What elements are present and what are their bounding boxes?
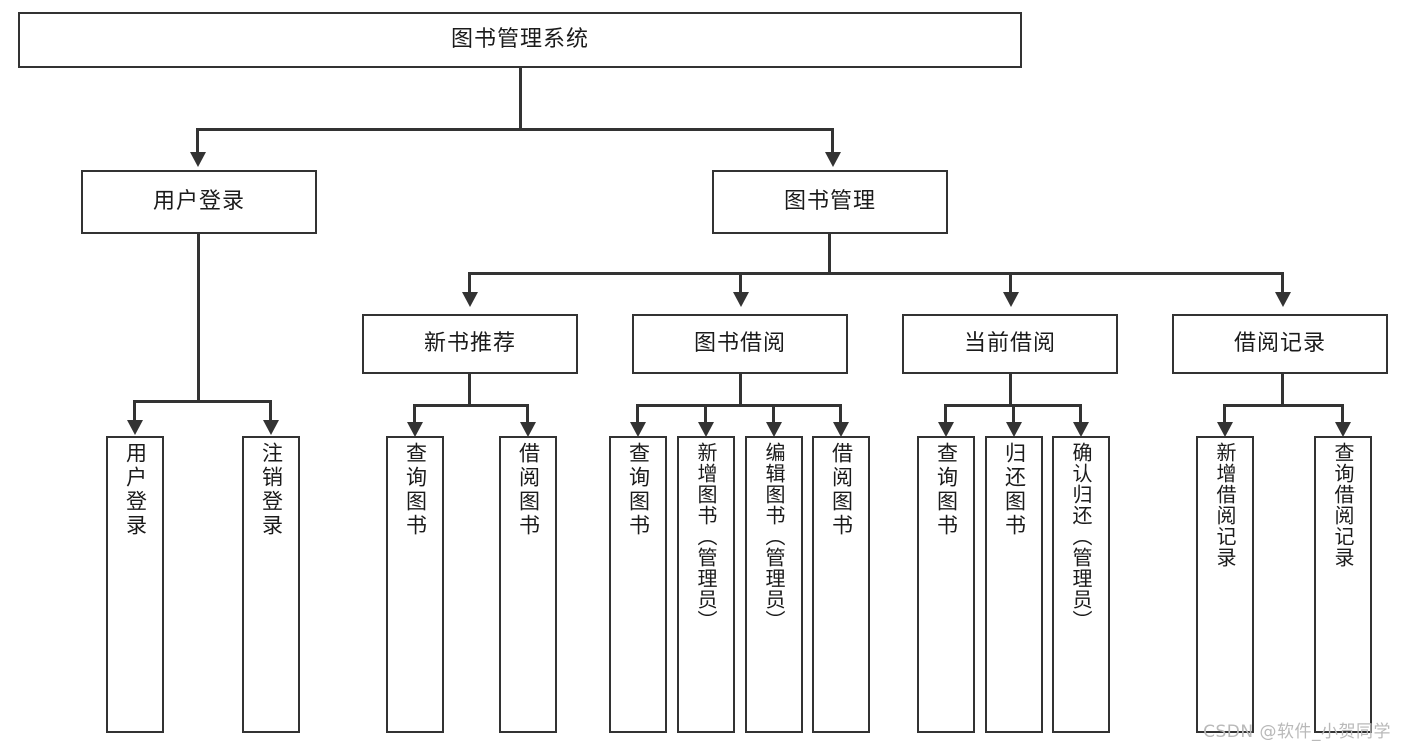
- node-label: 新增借阅记录: [1213, 442, 1237, 568]
- arrowhead-to-current-borrow: [1003, 292, 1019, 307]
- node-label: 查询图书: [626, 442, 651, 538]
- node-root-system[interactable]: 图书管理系统: [18, 12, 1022, 68]
- arrowhead-book-borrow-leaf-3: [766, 422, 782, 437]
- arrowhead-book-borrow-leaf-2: [698, 422, 714, 437]
- node-label: 用户登录: [152, 189, 245, 215]
- leaf-new-book-borrow[interactable]: 借阅图书: [499, 436, 557, 733]
- arrowhead-current-borrow-leaf-2: [1006, 422, 1022, 437]
- connector-current-borrow-drop-3: [1079, 404, 1082, 424]
- arrowhead-root-to-book-manage: [825, 152, 841, 167]
- connector-root-to-book-manage: [831, 128, 834, 154]
- connector-root-stem: [519, 68, 522, 130]
- node-book-borrow[interactable]: 图书借阅: [632, 314, 848, 374]
- leaf-current-borrow-query[interactable]: 查询图书: [917, 436, 975, 733]
- arrowhead-book-borrow-leaf-4: [833, 422, 849, 437]
- arrowhead-borrow-record-leaf-2: [1335, 422, 1351, 437]
- connector-current-borrow-stem: [1009, 374, 1012, 406]
- connector-user-login-stem: [197, 234, 200, 402]
- connector-root-bus: [196, 128, 834, 131]
- arrowhead-current-borrow-leaf-1: [938, 422, 954, 437]
- connector-book-borrow-drop-1: [636, 404, 639, 424]
- arrowhead-user-login-leaf-1: [127, 420, 143, 435]
- connector-book-borrow-drop-3: [772, 404, 775, 424]
- connector-new-book-drop-2: [526, 404, 529, 424]
- leaf-book-borrow-borrow[interactable]: 借阅图书: [812, 436, 870, 733]
- leaf-book-borrow-add[interactable]: 新增图书（管理员）: [677, 436, 735, 733]
- node-label: 查询图书: [934, 442, 959, 538]
- node-user-login[interactable]: 用户登录: [81, 170, 317, 234]
- connector-book-borrow-drop-4: [839, 404, 842, 424]
- arrowhead-root-to-user-login: [190, 152, 206, 167]
- connector-book-manage-drop-3: [1009, 272, 1012, 294]
- leaf-borrow-record-query[interactable]: 查询借阅记录: [1314, 436, 1372, 733]
- leaf-user-login-login[interactable]: 用户登录: [106, 436, 164, 733]
- leaf-borrow-record-add[interactable]: 新增借阅记录: [1196, 436, 1254, 733]
- connector-borrow-record-stem: [1281, 374, 1284, 406]
- node-label: 借阅图书: [829, 442, 854, 538]
- node-label: 图书借阅: [693, 331, 786, 357]
- connector-root-to-user-login: [196, 128, 199, 154]
- arrowhead-new-book-leaf-1: [407, 422, 423, 437]
- node-label: 图书管理系统: [450, 27, 589, 53]
- leaf-current-borrow-confirm-return[interactable]: 确认归还（管理员）: [1052, 436, 1110, 733]
- node-label: 查询借阅记录: [1331, 442, 1355, 568]
- node-label: 编辑图书（管理员）: [762, 442, 786, 631]
- leaf-user-login-logout[interactable]: 注销登录: [242, 436, 300, 733]
- node-new-book-recommend[interactable]: 新书推荐: [362, 314, 578, 374]
- node-label: 当前借阅: [963, 331, 1056, 357]
- connector-borrow-record-drop-1: [1223, 404, 1226, 424]
- leaf-book-borrow-query[interactable]: 查询图书: [609, 436, 667, 733]
- connector-book-borrow-stem: [739, 374, 742, 406]
- node-label: 借阅图书: [516, 442, 541, 538]
- node-book-management[interactable]: 图书管理: [712, 170, 948, 234]
- arrowhead-to-book-borrow: [733, 292, 749, 307]
- connector-book-manage-drop-2: [739, 272, 742, 294]
- node-label: 用户登录: [123, 442, 148, 538]
- node-label: 归还图书: [1002, 442, 1027, 538]
- connector-book-borrow-drop-2: [704, 404, 707, 424]
- connector-borrow-record-drop-2: [1341, 404, 1344, 424]
- leaf-new-book-query[interactable]: 查询图书: [386, 436, 444, 733]
- connector-user-login-drop-2: [269, 400, 272, 422]
- connector-book-borrow-bus: [636, 404, 842, 407]
- connector-book-manage-drop-1: [468, 272, 471, 294]
- node-current-borrow[interactable]: 当前借阅: [902, 314, 1118, 374]
- connector-new-book-stem: [468, 374, 471, 406]
- node-label: 新书推荐: [423, 331, 516, 357]
- node-label: 图书管理: [783, 189, 876, 215]
- connector-book-manage-drop-4: [1281, 272, 1284, 294]
- arrowhead-book-borrow-leaf-1: [630, 422, 646, 437]
- connector-current-borrow-drop-1: [944, 404, 947, 424]
- connector-new-book-drop-1: [413, 404, 416, 424]
- connector-book-manage-stem: [828, 234, 831, 274]
- arrowhead-to-new-book-recommend: [462, 292, 478, 307]
- connector-user-login-bus: [133, 400, 271, 403]
- connector-current-borrow-drop-2: [1012, 404, 1015, 424]
- node-label: 新增图书（管理员）: [694, 442, 718, 631]
- arrowhead-new-book-leaf-2: [520, 422, 536, 437]
- connector-user-login-drop-1: [133, 400, 136, 422]
- csdn-watermark: CSDN @软件_小贺同学: [1203, 722, 1391, 742]
- arrowhead-borrow-record-leaf-1: [1217, 422, 1233, 437]
- leaf-book-borrow-edit[interactable]: 编辑图书（管理员）: [745, 436, 803, 733]
- arrowhead-current-borrow-leaf-3: [1073, 422, 1089, 437]
- connector-borrow-record-bus: [1223, 404, 1344, 407]
- leaf-current-borrow-return[interactable]: 归还图书: [985, 436, 1043, 733]
- connector-book-manage-bus: [468, 272, 1284, 275]
- node-label: 确认归还（管理员）: [1069, 442, 1093, 631]
- connector-new-book-bus: [413, 404, 529, 407]
- node-label: 查询图书: [403, 442, 428, 538]
- node-label: 借阅记录: [1233, 331, 1326, 357]
- arrowhead-user-login-leaf-2: [263, 420, 279, 435]
- node-label: 注销登录: [259, 442, 284, 538]
- node-borrow-record[interactable]: 借阅记录: [1172, 314, 1388, 374]
- arrowhead-to-borrow-record: [1275, 292, 1291, 307]
